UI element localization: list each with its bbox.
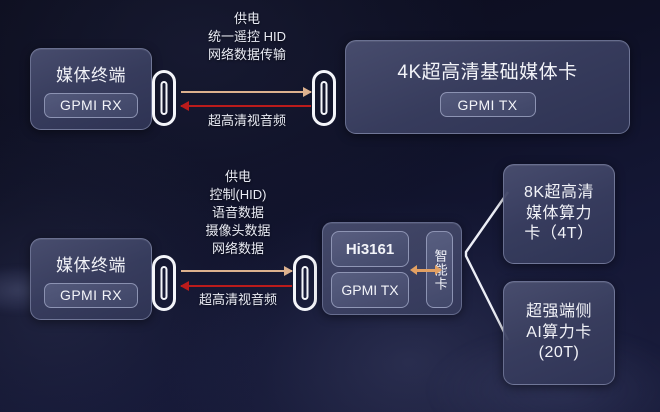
- top-return-arrow-line: [181, 105, 311, 107]
- bottom-return-arrow-line: [181, 285, 292, 287]
- fork-connector-path: [464, 191, 510, 341]
- top-downlink-label: 超高清视音频: [176, 112, 318, 130]
- top-forward-arrow-head: [303, 87, 312, 97]
- compute-card-8k-media[interactable]: 8K超高清 媒体算力 卡（4T）: [503, 164, 615, 264]
- gpmi-port-icon-top-left: [152, 70, 176, 126]
- top-label-line-2: 统一遥控 HID: [207, 28, 286, 44]
- top-forward-arrow: [181, 86, 312, 98]
- top-return-arrow: [180, 100, 311, 112]
- top-label-line-3: 网络数据传输: [207, 46, 286, 62]
- compute-card-ai[interactable]: 超强端侧 AI算力卡 (20T): [503, 281, 615, 385]
- bottom-label-line-5: 网络数据: [211, 240, 264, 256]
- smart-card-arrow-line: [415, 269, 437, 272]
- top-forward-arrow-line: [181, 91, 311, 93]
- smart-card-arrow-head-right: [435, 265, 442, 275]
- compute-card-ai-line-3: (20T): [538, 344, 580, 362]
- compute-card-ai-line-1: 超强端侧: [525, 302, 592, 320]
- bottom-label-line-1: 供电: [224, 169, 251, 184]
- compute-card-8k-line-1: 8K超高清: [523, 183, 595, 201]
- bottom-label-line-3: 语音数据: [211, 204, 264, 220]
- soc-chip-hi3161: Hi3161: [331, 231, 409, 267]
- media-terminal-card-bottom[interactable]: 媒体终端 GPMI RX: [30, 238, 152, 320]
- bottom-uplink-labels: 供电 控制(HID) 语音数据 摄像头数据 网络数据: [168, 168, 308, 258]
- gpmi-tx-chip-4k: GPMI TX: [439, 92, 536, 117]
- top-uplink-labels: 供电 统一遥控 HID 网络数据传输: [176, 10, 318, 64]
- gpmi-port-icon-bottom-left: [152, 255, 176, 311]
- gpmi-port-icon-bottom-right: [293, 255, 317, 311]
- media-card-4k-title: 4K超高清基础媒体卡: [397, 62, 578, 83]
- gpmi-port-icon-top-right: [312, 70, 336, 126]
- bottom-label-line-4: 摄像头数据: [205, 222, 271, 238]
- gpmi-rx-chip-bottom: GPMI RX: [44, 282, 138, 308]
- compute-card-8k-line-3: 卡（4T）: [524, 225, 594, 243]
- top-downlink-label-text: 超高清视音频: [207, 113, 286, 128]
- compute-card-ai-line-2: AI算力卡: [526, 323, 592, 341]
- bottom-return-arrow-head: [180, 281, 189, 291]
- fork-connector-lines: [464, 191, 510, 341]
- bottom-forward-arrow-line: [181, 270, 292, 272]
- top-return-arrow-head: [180, 101, 189, 111]
- bottom-forward-arrow-head: [284, 266, 293, 276]
- gpmi-rx-chip-top: GPMI RX: [44, 92, 138, 118]
- bottom-downlink-label-text: 超高清视音频: [198, 292, 277, 307]
- top-label-line-1: 供电: [233, 11, 260, 26]
- bottom-downlink-label: 超高清视音频: [168, 291, 308, 309]
- bottom-forward-arrow: [181, 265, 293, 277]
- gpmi-tx-chip-host: GPMI TX: [331, 272, 409, 308]
- bottom-return-arrow: [180, 280, 292, 292]
- compute-card-8k-line-2: 媒体算力: [525, 204, 592, 222]
- smart-card-link-arrow: [410, 265, 442, 276]
- media-terminal-title-bottom: 媒体终端: [56, 255, 126, 275]
- media-terminal-title-top: 媒体终端: [56, 65, 126, 85]
- media-card-4k[interactable]: 4K超高清基础媒体卡 GPMI TX: [345, 40, 630, 134]
- bottom-label-line-2: 控制(HID): [209, 186, 267, 202]
- smart-card-arrow-head-left: [410, 265, 417, 275]
- media-terminal-card-top[interactable]: 媒体终端 GPMI RX: [30, 48, 152, 130]
